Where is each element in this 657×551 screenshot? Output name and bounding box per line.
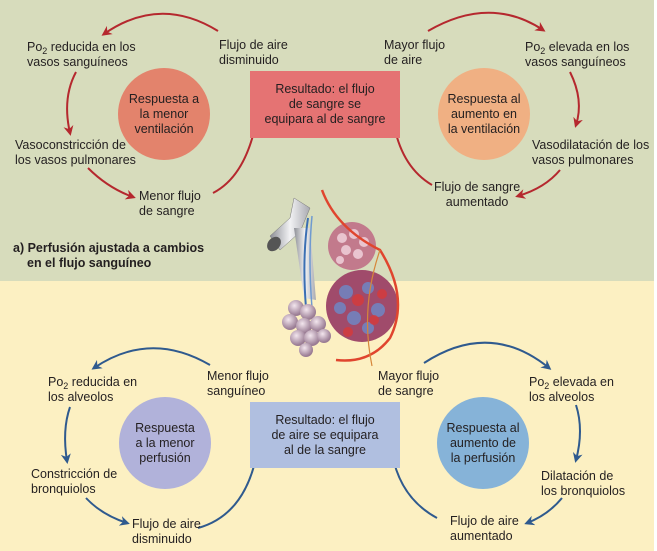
response-circle-more-ventilation: Respuesta al aumento en la ventilación — [438, 68, 530, 160]
text-line: a) Perfusión ajustada a cambios — [13, 241, 205, 255]
step-bronchiole-dilation: Dilatación de los bronquiolos — [541, 469, 625, 499]
step-increased-blood-flow: Flujo de sangre aumentado — [434, 180, 520, 210]
text-line: Resultado: el flujo — [275, 82, 375, 96]
alveoli-illustration-icon — [267, 189, 400, 367]
step-increased-airflow: Flujo de aire aumentado — [450, 514, 519, 544]
text-line: de sangre — [378, 384, 434, 398]
text-line: Respuesta — [135, 420, 195, 435]
text-line: Flujo de aire — [450, 514, 519, 528]
text-line: de aire se equipara — [271, 427, 379, 442]
text-line: Flujo de aire — [219, 38, 288, 52]
text-line: Flujo de aire — [132, 517, 201, 531]
text-line: los alveolos — [48, 390, 114, 404]
po-text: Po — [48, 375, 64, 389]
text-line: vasos sanguíneos — [27, 55, 128, 69]
text-line: los vasos pulmonares — [15, 153, 136, 167]
text-line: Vasoconstricción de — [15, 138, 126, 152]
text: reducida en — [68, 375, 138, 389]
text-line: aumentado — [445, 195, 509, 209]
text: reducida en los — [47, 40, 136, 54]
text-line: Mayor flujo — [378, 369, 440, 383]
text: elevada en — [549, 375, 614, 389]
text-line: los bronquiolos — [541, 484, 626, 498]
text-line: la perfusión — [450, 450, 516, 465]
text-line: Mayor flujo — [384, 38, 446, 52]
text-line: Respuesta a — [128, 91, 200, 106]
result-box-blood-flow: Resultado: el flujo de sangre se equipar… — [250, 71, 400, 138]
subscript: 2 — [540, 46, 546, 56]
text-line: vasos pulmonares — [532, 153, 634, 167]
step-vasoconstriction: Vasoconstricción de los vasos pulmonares — [15, 138, 136, 168]
result-box-airflow: Resultado: el flujo de aire se equipara … — [250, 402, 400, 468]
step-reduced-blood-flow: Menor flujo sanguíneo — [207, 369, 269, 399]
text-line: Menor flujo — [207, 369, 269, 383]
text-line: Flujo de sangre — [434, 180, 521, 194]
subscript: 2 — [544, 381, 550, 391]
text-line: la menor — [139, 106, 189, 121]
text-line: Vasodilatación de los — [532, 138, 650, 152]
text-line: de sangre — [139, 204, 195, 218]
text: elevada en los — [545, 40, 630, 54]
text-line: Respuesta al — [446, 420, 520, 435]
response-circle-less-ventilation: Respuesta a la menor ventilación — [118, 68, 210, 160]
step-reduced-po2-alveoli: Po2 reducida en los alveolos — [48, 375, 137, 405]
text-line: la ventilación — [447, 121, 521, 136]
caption-panel-a: a) Perfusión ajustada a cambios en el fl… — [13, 241, 204, 271]
text-line: equipara al de sangre — [264, 112, 386, 126]
po-text: Po — [27, 40, 43, 54]
text-line: de sangre se — [288, 97, 362, 111]
step-decreased-airflow: Flujo de aire disminuido — [132, 517, 201, 547]
text-line: sanguíneo — [207, 384, 266, 398]
text-line: ventilación — [134, 121, 194, 136]
step-greater-airflow: Mayor flujo de aire — [384, 38, 445, 68]
text-line: Menor flujo — [139, 189, 201, 203]
po-text: Po — [525, 40, 541, 54]
step-greater-blood-flow: Mayor flujo de sangre — [378, 369, 439, 399]
text-line: Dilatación de — [541, 469, 614, 483]
subscript: 2 — [63, 381, 69, 391]
subscript: 2 — [42, 46, 48, 56]
text-line: Respuesta al — [447, 91, 521, 106]
panel-perfusion-adjustment — [0, 0, 654, 281]
step-less-blood-flow: Menor flujo de sangre — [139, 189, 201, 219]
step-bronchiole-constriction: Constricción de bronquiolos — [31, 467, 117, 497]
step-elevated-po2-alveoli: Po2 elevada en los alveolos — [529, 375, 614, 405]
text-line: aumento en — [450, 106, 518, 121]
text-line: aumentado — [450, 529, 513, 543]
step-reduced-po2-vessels: Po2 reducida en los vasos sanguíneos — [27, 40, 136, 70]
step-vasodilation: Vasodilatación de los vasos pulmonares — [532, 138, 649, 168]
text-line: a la menor — [135, 435, 195, 450]
text-line: de aire — [384, 53, 423, 67]
text-line: aumento de — [449, 435, 517, 450]
step-reduced-airflow: Flujo de aire disminuido — [219, 38, 288, 68]
text-line: en el flujo sanguíneo — [27, 256, 152, 270]
step-elevated-po2-vessels: Po2 elevada en los vasos sanguíneos — [525, 40, 629, 70]
text-line: Constricción de — [31, 467, 118, 481]
text-line: perfusión — [139, 450, 191, 465]
response-circle-more-perfusion: Respuesta al aumento de la perfusión — [437, 397, 529, 489]
text-line: los alveolos — [529, 390, 595, 404]
text-line: bronquiolos — [31, 482, 96, 496]
text-line: vasos sanguíneos — [525, 55, 626, 69]
response-circle-less-perfusion: Respuesta a la menor perfusión — [119, 397, 211, 489]
po-text: Po — [529, 375, 545, 389]
text-line: al de la sangre — [283, 442, 366, 457]
text-line: disminuido — [219, 53, 279, 67]
text-line: Resultado: el flujo — [275, 412, 375, 427]
text-line: disminuido — [132, 532, 192, 546]
